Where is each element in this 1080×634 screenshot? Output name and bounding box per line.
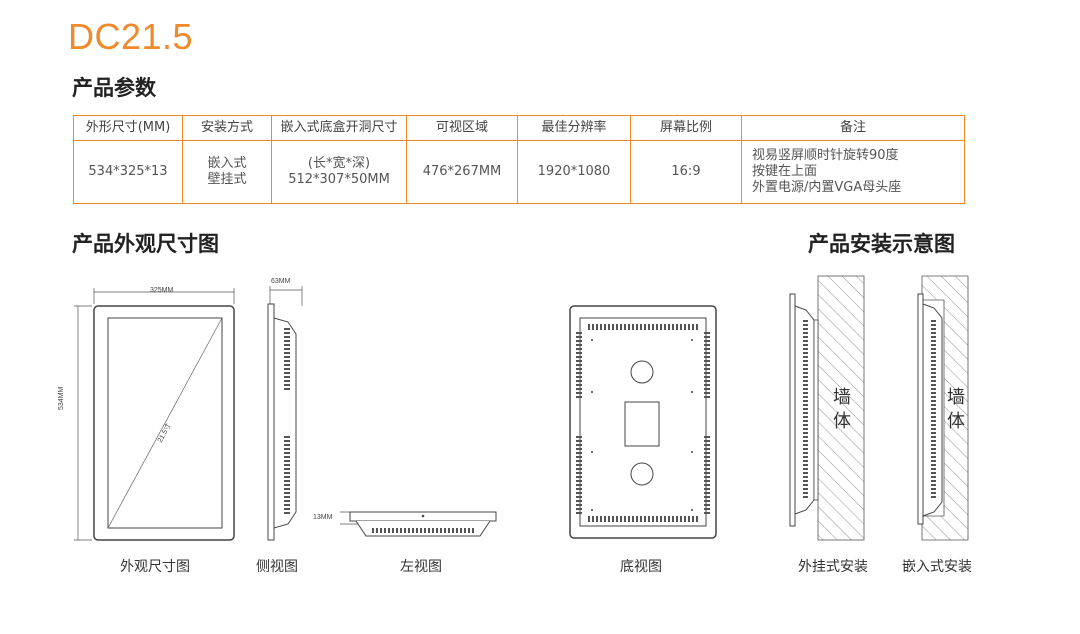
section-title-params: 产品参数 bbox=[72, 76, 156, 100]
wall-mount-diagram bbox=[789, 275, 865, 541]
table-header: 备注 bbox=[741, 115, 965, 141]
embedded-mount-diagram bbox=[917, 275, 969, 541]
caption-wall-mount: 外挂式安装 bbox=[798, 559, 868, 575]
table-cell: 视易竖屏顺时针旋转90度 按键在上面 外置电源/内置VGA母头座 bbox=[741, 140, 965, 204]
caption-bottom-view: 底视图 bbox=[620, 559, 662, 575]
caption-side-view: 侧视图 bbox=[256, 559, 298, 575]
wall-label-embedded: 墙 体 bbox=[947, 387, 965, 432]
table-cell: 嵌入式 壁挂式 bbox=[182, 140, 272, 204]
table-cell: 534*325*13 bbox=[73, 140, 183, 204]
thickness-dimension-label: 13MM bbox=[313, 514, 333, 521]
caption-left-view: 左视图 bbox=[400, 559, 442, 575]
table-header: 屏幕比例 bbox=[630, 115, 742, 141]
table-cell: 1920*1080 bbox=[517, 140, 631, 204]
table-header: 外形尺寸(MM) bbox=[73, 115, 183, 141]
table-header: 嵌入式底盒开洞尺寸 bbox=[271, 115, 407, 141]
table-header-row: 外形尺寸(MM) 安装方式 嵌入式底盒开洞尺寸 可视区域 最佳分辨率 屏幕比例 … bbox=[73, 115, 965, 141]
wall-label-wall-mount: 墙 体 bbox=[833, 387, 851, 432]
table-cell: 16:9 bbox=[630, 140, 742, 204]
height-dimension-label: 534MM bbox=[58, 386, 65, 410]
table-cell: (长*宽*深) 512*307*50MM bbox=[271, 140, 407, 204]
section-title-install: 产品安装示意图 bbox=[808, 232, 955, 256]
left-view bbox=[340, 511, 497, 537]
diagonal-line bbox=[107, 317, 223, 529]
depth-dimension-label: 63MM bbox=[271, 278, 291, 285]
model-title: DC21.5 bbox=[68, 16, 194, 57]
width-dimension-label: 325MM bbox=[150, 287, 174, 294]
spec-table: 外形尺寸(MM) 安装方式 嵌入式底盒开洞尺寸 可视区域 最佳分辨率 屏幕比例 … bbox=[73, 115, 965, 204]
table-cell: 476*267MM bbox=[406, 140, 518, 204]
table-row: 534*325*13 嵌入式 壁挂式 (长*宽*深) 512*307*50MM … bbox=[73, 140, 965, 204]
section-title-dimensions: 产品外观尺寸图 bbox=[72, 232, 219, 256]
bottom-view bbox=[569, 305, 717, 539]
caption-front-view: 外观尺寸图 bbox=[120, 559, 190, 575]
side-view bbox=[267, 286, 303, 541]
caption-embedded-mount: 嵌入式安装 bbox=[902, 559, 972, 575]
front-view bbox=[74, 288, 235, 541]
